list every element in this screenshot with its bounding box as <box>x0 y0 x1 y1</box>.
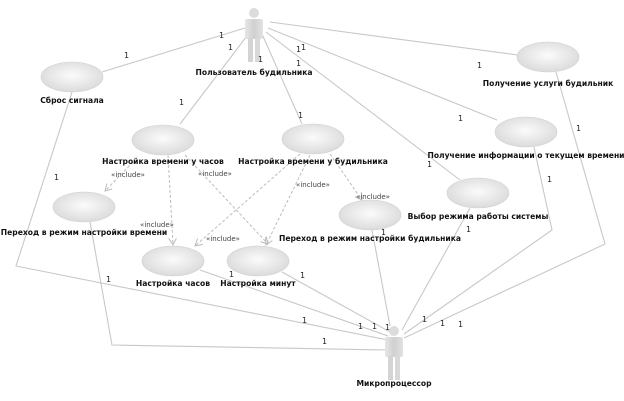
multiplicity-label: 1 <box>54 173 59 182</box>
actor-user[interactable] <box>245 8 263 62</box>
association-user-clock_time <box>179 31 251 125</box>
association-user-reset <box>101 27 246 73</box>
multiplicity-label: 1 <box>296 59 301 68</box>
use-case-label: Переход в режим настройки времени <box>1 228 167 237</box>
multiplicity-label: 1 <box>302 316 307 325</box>
association-cpu-info <box>403 146 553 335</box>
multiplicity-label: 1 <box>300 271 305 280</box>
association-cpu-hours <box>199 269 389 337</box>
use-case-ellipse[interactable] <box>338 199 402 231</box>
use-case-ellipse[interactable] <box>446 177 510 209</box>
multiplicity-label: 1 <box>427 160 432 169</box>
use-case-label: Настройка времени у часов <box>102 157 224 166</box>
association-user-service <box>269 21 519 56</box>
use-case-ellipse[interactable] <box>52 191 116 223</box>
multiplicity-label: 1 <box>301 43 306 52</box>
association-user-mode <box>265 31 461 181</box>
multiplicity-label: 1 <box>298 111 303 120</box>
use-case-ellipse[interactable] <box>281 123 345 155</box>
multiplicity-label: 1 <box>228 43 233 52</box>
use-case-enter-alarm-mode[interactable] <box>338 199 402 231</box>
association-cpu-service <box>403 71 606 339</box>
multiplicity-label: 1 <box>322 337 327 346</box>
multiplicity-label: 1 <box>372 322 377 331</box>
actor-body-icon <box>245 19 263 39</box>
use-case-ellipse[interactable] <box>516 41 580 73</box>
use-case-label: Получение услуги будильник <box>483 79 614 88</box>
multiplicity-label: 1 <box>477 61 482 70</box>
multiplicity-label: 1 <box>381 228 386 237</box>
use-case-label: Получение информации о текущем времени <box>427 151 624 160</box>
actor-head-icon <box>389 326 399 336</box>
association-user-alarm_time <box>261 33 303 125</box>
use-case-label: Настройка минут <box>220 279 296 288</box>
include-stereotype-label: «include» <box>140 221 174 229</box>
multiplicity-label: 1 <box>219 31 224 40</box>
association-cpu-enter_time_mode <box>89 221 389 351</box>
use-case-minutes[interactable] <box>226 245 290 277</box>
use-case-label: Выбор режима работы системы <box>408 212 549 221</box>
use-case-info[interactable] <box>494 116 558 148</box>
multiplicity-label: 1 <box>124 51 129 60</box>
use-case-label: Переход в режим настройки будильника <box>279 234 461 243</box>
use-case-reset[interactable] <box>40 61 104 93</box>
use-case-clock-time[interactable] <box>131 124 195 156</box>
actor-cpu[interactable] <box>385 326 403 380</box>
include-stereotype-label: «include» <box>296 181 330 189</box>
use-case-ellipse[interactable] <box>494 116 558 148</box>
association-user-info <box>267 27 498 121</box>
multiplicity-label: 1 <box>258 55 263 64</box>
use-case-ellipse[interactable] <box>131 124 195 156</box>
include-stereotype-label: «include» <box>111 171 145 179</box>
use-case-ellipse[interactable] <box>141 245 205 277</box>
include-stereotype-label: «include» <box>198 170 232 178</box>
include-alarm_time-hours <box>195 153 301 246</box>
use-case-label: Настройка времени у будильника <box>238 157 388 166</box>
multiplicity-label: 1 <box>179 98 184 107</box>
actor-head-icon <box>249 8 259 18</box>
multiplicity-label: 1 <box>576 124 581 133</box>
include-clock_time-minutes <box>184 154 268 244</box>
actor-left-leg-icon <box>248 38 253 62</box>
include-alarm_time-minutes <box>266 154 311 245</box>
association-cpu-enter_alarm_mode <box>371 229 391 327</box>
actor-label: Микропроцессор <box>356 379 432 388</box>
multiplicity-label: 1 <box>385 323 390 332</box>
multiplicity-label: 1 <box>440 319 445 328</box>
include-stereotype-label: «include» <box>206 235 240 243</box>
use-case-enter-time-mode[interactable] <box>52 191 116 223</box>
actor-left-leg-icon <box>388 356 393 380</box>
use-case-mode[interactable] <box>446 177 510 209</box>
actor-right-leg-icon <box>395 356 400 380</box>
multiplicity-label: 1 <box>358 322 363 331</box>
use-case-alarm-time[interactable] <box>281 123 345 155</box>
multiplicity-label: 1 <box>296 45 301 54</box>
multiplicity-label: 1 <box>422 315 427 324</box>
multiplicity-label: 1 <box>106 275 111 284</box>
association-cpu-reset <box>15 91 389 341</box>
use-case-service[interactable] <box>516 41 580 73</box>
include-clock_time-hours <box>167 154 173 245</box>
actor-body-icon <box>385 337 403 357</box>
use-case-label: Сброс сигнала <box>40 96 104 105</box>
use-case-ellipse[interactable] <box>226 245 290 277</box>
use-case-ellipse[interactable] <box>40 61 104 93</box>
include-alarm_time-enter_alarm_mode <box>329 153 362 200</box>
use-case-hours[interactable] <box>141 245 205 277</box>
multiplicity-label: 1 <box>458 114 463 123</box>
actor-label: Пользователь будильника <box>196 68 313 77</box>
association-cpu-mode <box>401 207 471 331</box>
multiplicity-label: 1 <box>466 225 471 234</box>
include-clock_time-enter_time_mode <box>105 161 134 191</box>
multiplicity-label: 1 <box>547 175 552 184</box>
multiplicity-label: 1 <box>458 320 463 329</box>
multiplicity-label: 1 <box>229 270 234 279</box>
include-stereotype-label: «include» <box>356 193 390 201</box>
association-cpu-minutes <box>281 271 391 333</box>
actor-right-leg-icon <box>255 38 260 62</box>
use-case-label: Настройка часов <box>136 279 210 288</box>
